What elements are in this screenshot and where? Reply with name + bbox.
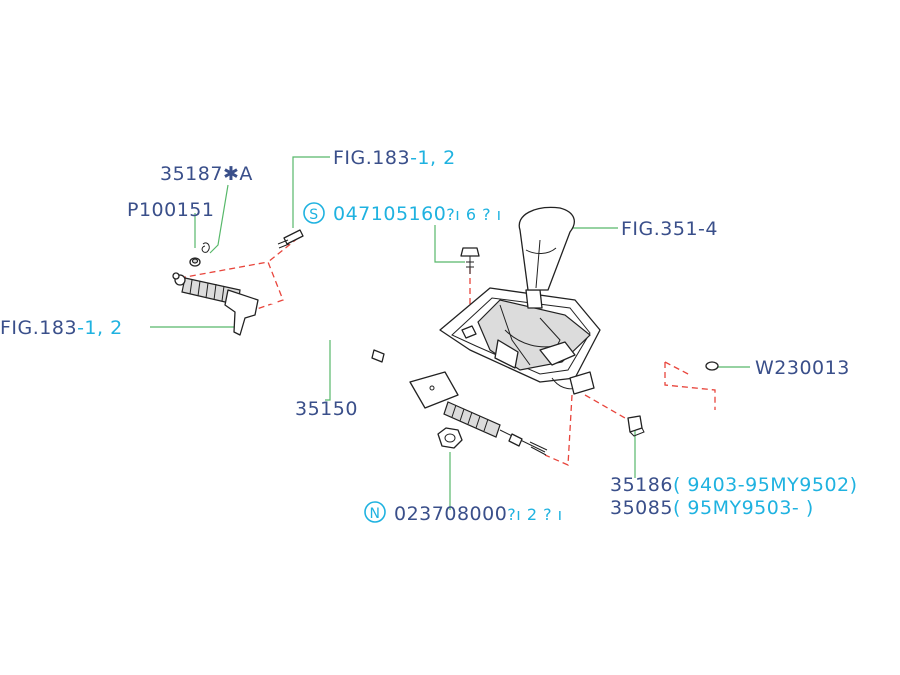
leader-35187 bbox=[209, 184, 229, 254]
label-35186[interactable]: 35186( 9403-95MY9502) bbox=[610, 474, 858, 496]
label-fig183-top[interactable]: FIG.183-1, 2 bbox=[333, 147, 456, 169]
bolt-047105160 bbox=[460, 247, 480, 274]
label-w230013[interactable]: W230013 bbox=[755, 357, 850, 379]
dashed-lines bbox=[179, 237, 716, 466]
leader-fig183-top bbox=[292, 156, 330, 228]
leader-lines bbox=[150, 156, 750, 510]
label-35085[interactable]: 35085( 95MY9503- ) bbox=[610, 497, 814, 519]
n-marker-text: N bbox=[370, 506, 381, 522]
cable-right-boot bbox=[443, 401, 501, 438]
clip-35187 bbox=[201, 242, 210, 253]
n-marker-circle bbox=[364, 501, 386, 523]
shift-cable bbox=[172, 272, 548, 456]
label-047105160[interactable]: 047105160?ı 6 ? ı bbox=[333, 203, 502, 225]
shifter-unit bbox=[439, 206, 601, 395]
label-35187[interactable]: 35187✱A bbox=[160, 163, 253, 185]
leader-047105160 bbox=[434, 225, 465, 263]
label-fig183-left[interactable]: FIG.183-1, 2 bbox=[0, 317, 123, 339]
cable-left-bracket bbox=[224, 289, 259, 336]
label-023708000[interactable]: 023708000?ı 2 ? ı bbox=[394, 503, 563, 525]
cable-right-bracket bbox=[409, 371, 459, 409]
label-p100151[interactable]: P100151 bbox=[127, 199, 215, 221]
cable-left-boot bbox=[172, 272, 241, 306]
pin-p100151 bbox=[189, 257, 201, 267]
bolt-35186 bbox=[627, 415, 645, 437]
leader-35150 bbox=[325, 340, 331, 401]
grommet-w230013 bbox=[705, 361, 719, 371]
s-marker-text: S bbox=[309, 207, 318, 223]
nut-023708000 bbox=[437, 427, 463, 449]
cable-mid-clamp bbox=[371, 349, 385, 363]
s-marker-circle bbox=[303, 202, 325, 224]
bolt-top bbox=[277, 229, 304, 249]
label-fig351[interactable]: FIG.351-4 bbox=[621, 218, 718, 240]
label-35150[interactable]: 35150 bbox=[295, 398, 358, 420]
